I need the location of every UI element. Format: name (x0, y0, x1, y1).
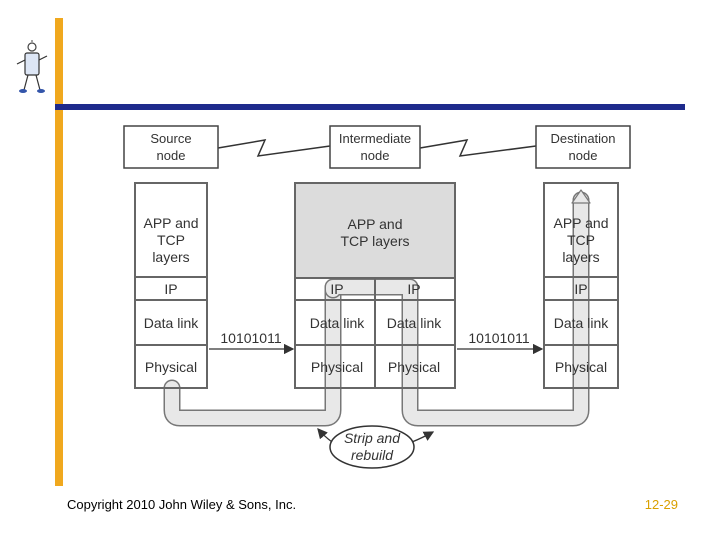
intermediate-physical-label-left: Physical (311, 359, 363, 375)
intermediate-stack: APP and TCP layers IP IP Data link Data … (294, 182, 456, 389)
intermediate-app-label-2: TCP layers (341, 233, 410, 249)
source-physical-label: Physical (145, 359, 197, 375)
strip-arrow-left (317, 428, 333, 443)
destination-node-label-1: Destination (550, 131, 615, 146)
destination-node-box: Destination node (535, 125, 631, 169)
intermediate-app-label-1: APP and (347, 216, 402, 232)
strip-arrow-right (411, 431, 435, 443)
intermediate-node-label-2: node (361, 148, 390, 163)
accent-bar-vertical (55, 18, 63, 486)
intermediate-ip-label-left: IP (330, 281, 343, 297)
destination-app-label-1: APP and (553, 215, 608, 231)
destination-node-label-2: node (569, 148, 598, 163)
page-number: 12-29 (644, 497, 678, 512)
bits-label-left: 10101011 (220, 330, 281, 346)
source-node-label-1: Source (150, 131, 191, 146)
link-intermediate-destination (419, 139, 537, 157)
source-app-label-3: layers (152, 249, 189, 265)
intermediate-node-label-1: Intermediate (339, 131, 411, 146)
destination-app-label-3: layers (562, 249, 599, 265)
destination-ip-label: IP (574, 281, 587, 297)
intermediate-datalink-label-right: Data link (387, 315, 442, 331)
source-node-label-2: node (157, 148, 186, 163)
source-app-label-1: APP and (143, 215, 198, 231)
data-path (163, 189, 591, 427)
link-source-intermediate (217, 139, 331, 157)
source-node-box: Source node (123, 125, 219, 169)
strip-rebuild-label-1: Strip and (344, 430, 401, 446)
source-app-label-2: TCP (157, 232, 185, 248)
copyright-footer: Copyright 2010 John Wiley & Sons, Inc. (67, 497, 297, 512)
intermediate-physical-label-right: Physical (388, 359, 440, 375)
intermediate-node-box: Intermediate node (329, 125, 421, 169)
source-ip-label: IP (164, 281, 177, 297)
destination-stack: APP and TCP layers IP Data link Physical (543, 182, 619, 389)
destination-datalink-label: Data link (554, 315, 609, 331)
source-datalink-label: Data link (144, 315, 199, 331)
destination-physical-label: Physical (555, 359, 607, 375)
intermediate-datalink-label-left: Data link (310, 315, 365, 331)
source-stack: APP and TCP layers IP Data link Physical (134, 182, 208, 389)
strip-rebuild-label-2: rebuild (351, 447, 394, 463)
strip-rebuild-annotation: Strip and rebuild (317, 425, 435, 469)
accent-bar-horizontal (55, 104, 685, 110)
destination-app-label-2: TCP (567, 232, 595, 248)
intermediate-ip-label-right: IP (407, 281, 420, 297)
mascot-figure-icon (16, 40, 48, 93)
bits-label-right: 10101011 (468, 330, 529, 346)
